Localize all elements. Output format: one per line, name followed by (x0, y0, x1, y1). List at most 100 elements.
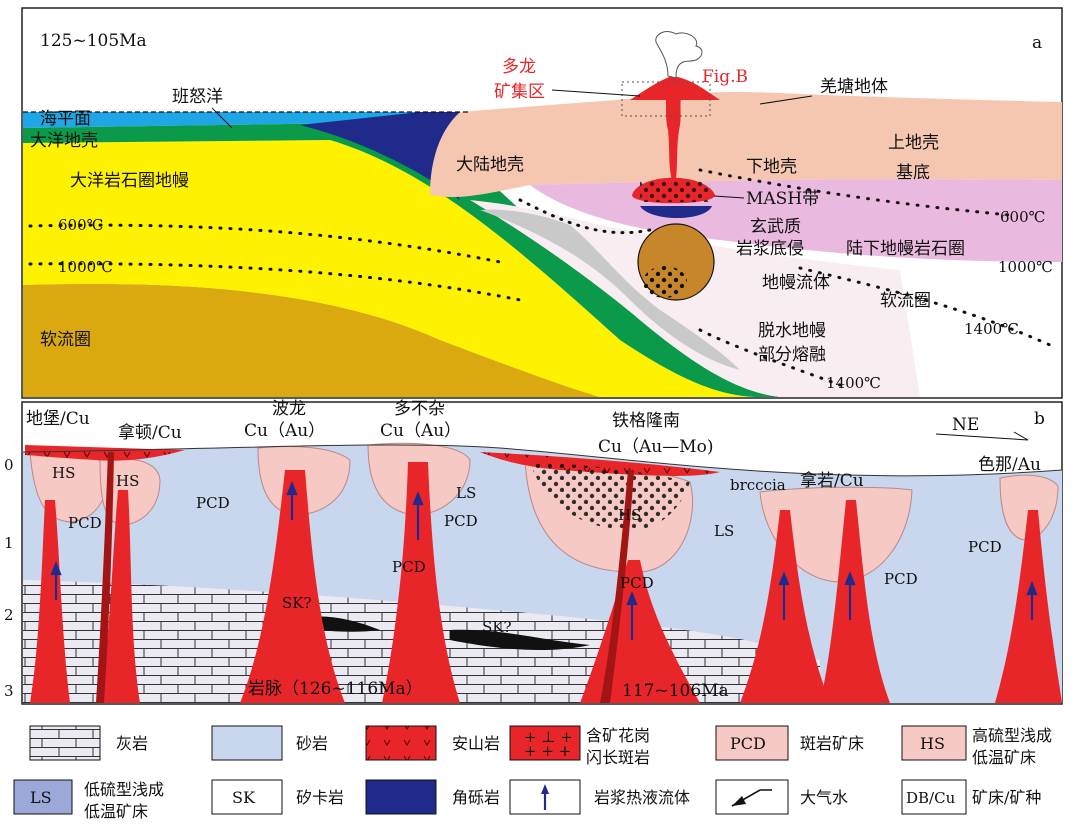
lower-crust-label: 下地壳 (746, 157, 797, 177)
deposit-tiegelong-name: 铁格隆南 (612, 411, 680, 431)
depth-tick-0: 0 (4, 456, 14, 474)
legend-box-dbcu: DB/Cu (906, 789, 956, 807)
oceanic-crust (23, 122, 780, 397)
asthenosphere-right-label: 软流圈 (880, 291, 931, 311)
hs-label-2: HS (116, 472, 139, 490)
legend-label-granodiorite-1: 含矿花岗 (586, 726, 650, 745)
sk-label-1: SK? (282, 594, 312, 612)
legend-swatch-limestone (29, 725, 101, 761)
legend-box-sk: SK (232, 788, 256, 807)
legend-label-sandstone: 砂岩 (296, 734, 328, 753)
magma-conduit (664, 90, 684, 180)
isotherm-600-right: 600℃ (1000, 208, 1045, 226)
continental-crust (430, 92, 1062, 197)
pcd-label-6: PCD (884, 570, 918, 588)
deposit-duobuza-type: Cu（Au） (380, 421, 461, 441)
breccia-dots (530, 462, 690, 530)
isotherm-1000-left: 1000℃ (58, 258, 113, 276)
pcd-sena (999, 474, 1059, 541)
legend-label-hs-2: 低温矿床 (972, 748, 1036, 767)
direction-label: NE (952, 415, 979, 435)
depth-tick-3: 3 (4, 682, 14, 700)
legend-label-andesite: 安山岩 (452, 734, 500, 753)
pcd-label-1: PCD (68, 514, 102, 532)
continental-crust-label: 大陆地壳 (456, 155, 524, 175)
legend-label-pcd: 斑岩矿床 (800, 734, 864, 753)
dehydration-label-1: 脱水地幔 (758, 321, 826, 341)
sea-level-label: 海平面 (40, 109, 91, 129)
basement-label: 基底 (896, 163, 930, 183)
intrusion-8 (995, 510, 1062, 703)
dehydration-label-2: 部分熔融 (758, 345, 826, 365)
legend-label-granodiorite-2: 闪长斑岩 (586, 748, 650, 767)
legend-label-ls-2: 低温矿床 (84, 802, 148, 821)
deposit-nadun: 拿顿/Cu (118, 422, 182, 443)
legend-label-sk: 矽卡岩 (296, 788, 344, 807)
pcd-label-3: PCD (444, 512, 478, 530)
legend-label-breccia: 角砾岩 (452, 788, 500, 807)
legend-swatch-meteoric (715, 779, 789, 815)
duolong-label-2: 矿集区 (494, 82, 545, 102)
dehydration-zone (480, 209, 740, 370)
deposit-bolong-name: 波龙 (272, 399, 306, 419)
panel-a: 125~105Ma a 班怒洋 海平面 大洋地壳 大洋岩石圈地幔 600℃ 10… (21, 7, 1063, 399)
ocean-water (23, 112, 440, 128)
depth-tick-2: 2 (4, 606, 14, 624)
legend-box-ls: LS (30, 788, 52, 807)
fluid-arrows (50, 481, 1038, 640)
deposit-dibao: 地堡/Cu (26, 409, 90, 429)
sk-label-2: SK? (482, 618, 512, 636)
isotherm-600-left: 600℃ (58, 216, 103, 234)
basaltic-label-1: 玄武质 (750, 217, 801, 237)
legend-swatch-andesite (365, 725, 437, 761)
svg-text:+ ⊥ +: + ⊥ + (524, 728, 573, 746)
ls-label-1: LS (456, 484, 476, 502)
legend-swatch-ls (13, 779, 73, 815)
depth-tick-1: 1 (4, 534, 14, 552)
legend-label-ls-1: 低硫型浅成 (84, 780, 164, 799)
isotherm-1400-right: 1400℃ (964, 320, 1019, 338)
mash-label: MASH带 (746, 189, 819, 209)
legend-label-meteoric: 大气水 (800, 788, 848, 807)
hs-label-3: HS (618, 506, 641, 524)
pcd-label-2: PCD (196, 494, 230, 512)
dike-age-label: 岩脉（126~116Ma） (248, 679, 423, 699)
legend-swatch-granodiorite (509, 725, 581, 761)
panel-letter-b: b (1034, 409, 1045, 429)
legend-swatch-sk (211, 779, 283, 815)
ls-label-2: LS (714, 522, 734, 540)
mash-base (640, 206, 712, 218)
andesite-cap (25, 445, 185, 461)
isotherm-1400-bottom: 1400℃ (826, 374, 881, 392)
pcd-label-7: PCD (968, 538, 1002, 556)
deposit-naruo: 拿若/Cu (800, 470, 864, 491)
qiangtang-label: 羌塘地体 (820, 77, 888, 97)
svg-text:+ + +: + + + (524, 742, 571, 760)
pcd-label-4: PCD (392, 558, 426, 576)
panel-b: 0 1 2 3 b NE 地堡/Cu 拿顿/Cu 波龙 Cu（Au） 多不杂 C… (4, 399, 1063, 705)
legend-label-hs-1: 高硫型浅成 (972, 726, 1052, 745)
legend-label-limestone: 灰岩 (116, 734, 148, 753)
banuyang-label: 班怒洋 (172, 87, 223, 107)
panel-letter-a: a (1032, 33, 1042, 53)
breccia-label: brcccia (730, 476, 786, 494)
deposit-tiegelong-type: Cu（Au—Mo) (598, 437, 713, 457)
age-label-a: 125~105Ma (40, 31, 147, 51)
intrusion-3 (240, 470, 345, 703)
legend-swatch-pcd (715, 725, 789, 761)
asthenosphere-left-label: 软流圈 (40, 330, 91, 350)
basaltic-label-2: 岩浆底侵 (736, 239, 804, 259)
subcont-mantle-label: 陆下地幔岩石圈 (846, 239, 965, 259)
oceanic-crust-label: 大洋地壳 (30, 131, 98, 151)
legend-box-pcd: PCD (730, 734, 766, 753)
surface-line (22, 444, 1063, 477)
fig-b-box (621, 81, 711, 117)
oceanic-mantle (23, 140, 760, 397)
duolong-label-1: 多龙 (502, 57, 536, 77)
deposit-bolong-type: Cu（Au） (244, 421, 325, 441)
deposit-duobuza-name: 多不杂 (394, 399, 445, 419)
hs-label-1: HS (52, 464, 75, 482)
legend: 灰岩 砂岩 安山岩 + ⊥ + + + + 含矿花岗 闪长斑岩 PCD 斑岩矿床… (13, 725, 1052, 821)
dike-right (600, 470, 634, 703)
